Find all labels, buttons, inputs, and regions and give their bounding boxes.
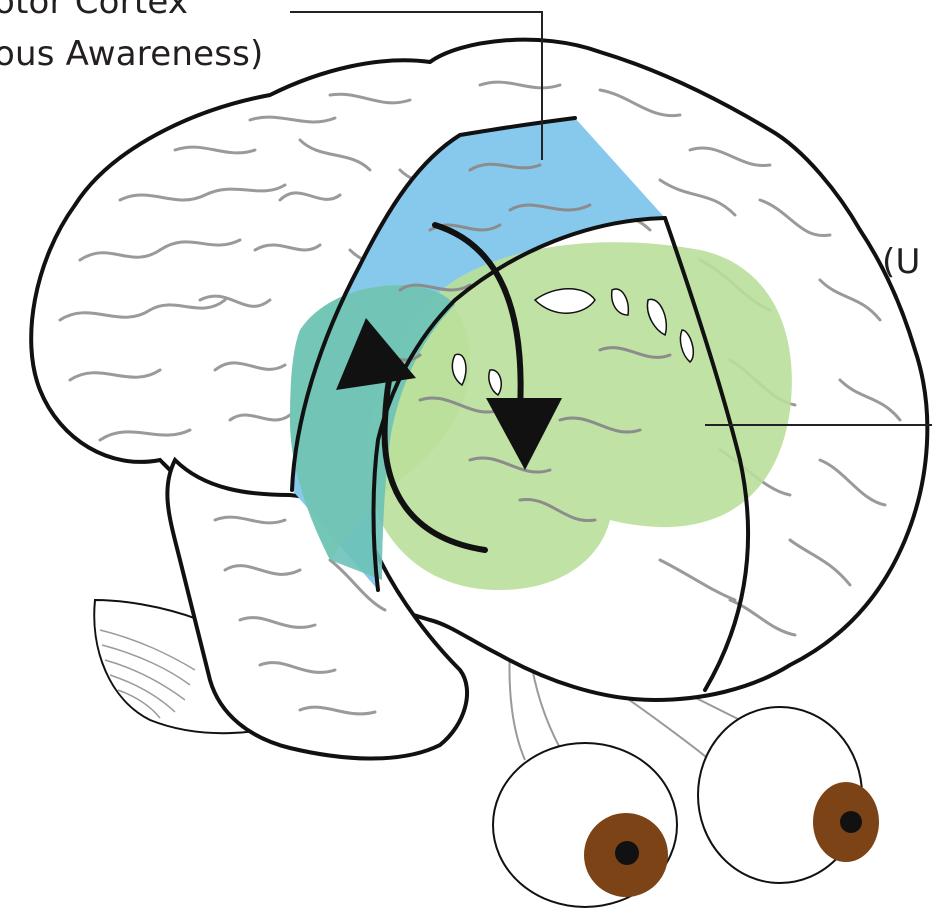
- right-eye: [698, 707, 879, 883]
- motor-cortex-label-line-2: ous Awareness): [0, 37, 264, 71]
- right-pupil: [840, 811, 862, 833]
- left-eye: [493, 743, 677, 907]
- motor-cortex-label-line-1: otor Cortex: [0, 0, 188, 19]
- right-region-label-partial: (U: [882, 245, 921, 279]
- left-pupil: [615, 841, 639, 865]
